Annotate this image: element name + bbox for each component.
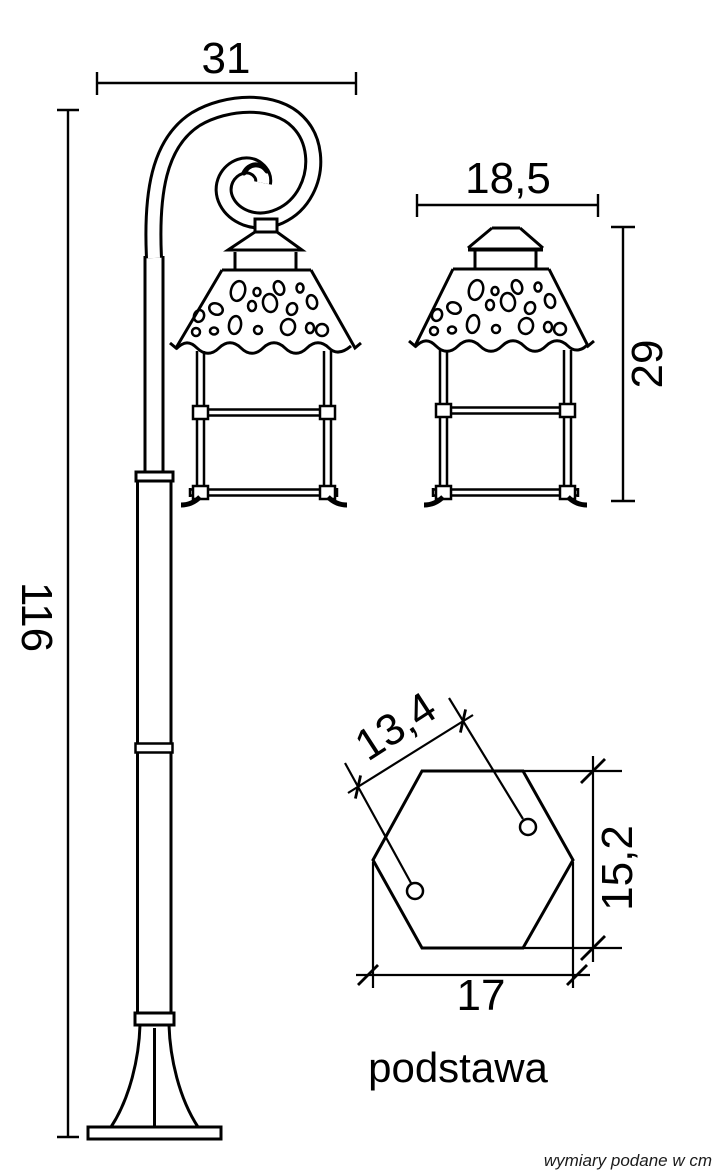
dim-hole-spacing-line: [347, 714, 474, 794]
lantern-detail-view: [408, 226, 595, 508]
hexagon-outline: [371, 769, 575, 950]
flare-left-edge: [109, 1024, 142, 1128]
shade-right-slope: [309, 269, 362, 351]
detail-cage: [423, 350, 588, 508]
dim-lantern-width: [415, 194, 600, 217]
lantern-front-view: [169, 217, 362, 508]
dim-base-width-label: 17: [456, 971, 506, 1020]
dim-hole-spacing-ext1: [344, 762, 412, 884]
mounting-hole-lower: [405, 881, 425, 901]
cage-left-foot: [180, 495, 202, 508]
dim-tick: [357, 964, 379, 986]
pole-front-view: [86, 95, 323, 1141]
detail-cage-left-bar: [438, 350, 449, 489]
dim-lantern-height: [611, 225, 635, 503]
dim-tick: [354, 775, 362, 799]
detail-cage-left-foot: [423, 495, 445, 508]
dim-hole-spacing-ext2: [448, 697, 524, 820]
lantern-cap: [223, 230, 307, 252]
lantern-neck: [233, 252, 298, 269]
pole-bottom-collar: [133, 1011, 176, 1027]
dim-pole-height-label: 116: [12, 581, 61, 653]
cage-bottom-rail: [188, 488, 339, 497]
dim-base-depth: [523, 756, 622, 962]
lantern-hanger-square: [253, 217, 279, 234]
detail-shade-wavy-brim: [413, 339, 590, 353]
detail-cage-right-bar: [562, 350, 573, 489]
dim-lantern-height-label: 29: [623, 339, 672, 389]
pole-mid-band: [134, 742, 174, 754]
detail-cage-bottom-rail: [431, 488, 580, 497]
cage-right-foot: [326, 495, 348, 508]
dim-pole-width: [95, 72, 358, 95]
units-note: wymiary podane w cm: [543, 1151, 712, 1170]
mounting-hole-upper: [518, 817, 538, 837]
scroll-hook-tip: [241, 162, 270, 176]
main-dimensions: [57, 72, 635, 1139]
dim-hole-spacing: [344, 697, 524, 884]
dim-pole-height: [57, 108, 79, 1139]
dim-tick: [566, 964, 588, 986]
base-detail-view: [344, 697, 622, 988]
dim-tick: [580, 935, 606, 961]
detail-cap-slopes: [467, 226, 544, 250]
dim-tick: [580, 758, 606, 784]
detail-cage-right-foot: [566, 495, 588, 508]
base-plate: [86, 1125, 223, 1141]
flare-right-edge: [167, 1024, 200, 1128]
base-caption: podstawa: [368, 1044, 548, 1091]
lantern-cage: [180, 351, 348, 508]
dim-base-depth-label: 15,2: [593, 825, 642, 911]
cage-middle-rail: [197, 408, 331, 417]
dim-pole-width-label: 31: [201, 34, 251, 83]
detail-cage-middle-rail: [440, 406, 571, 415]
shade-perforations: [190, 279, 330, 338]
dim-tick: [459, 709, 467, 733]
dim-base-width: [356, 862, 590, 988]
detail-neck: [473, 251, 538, 269]
dim-lantern-width-label: 18,5: [465, 154, 551, 203]
